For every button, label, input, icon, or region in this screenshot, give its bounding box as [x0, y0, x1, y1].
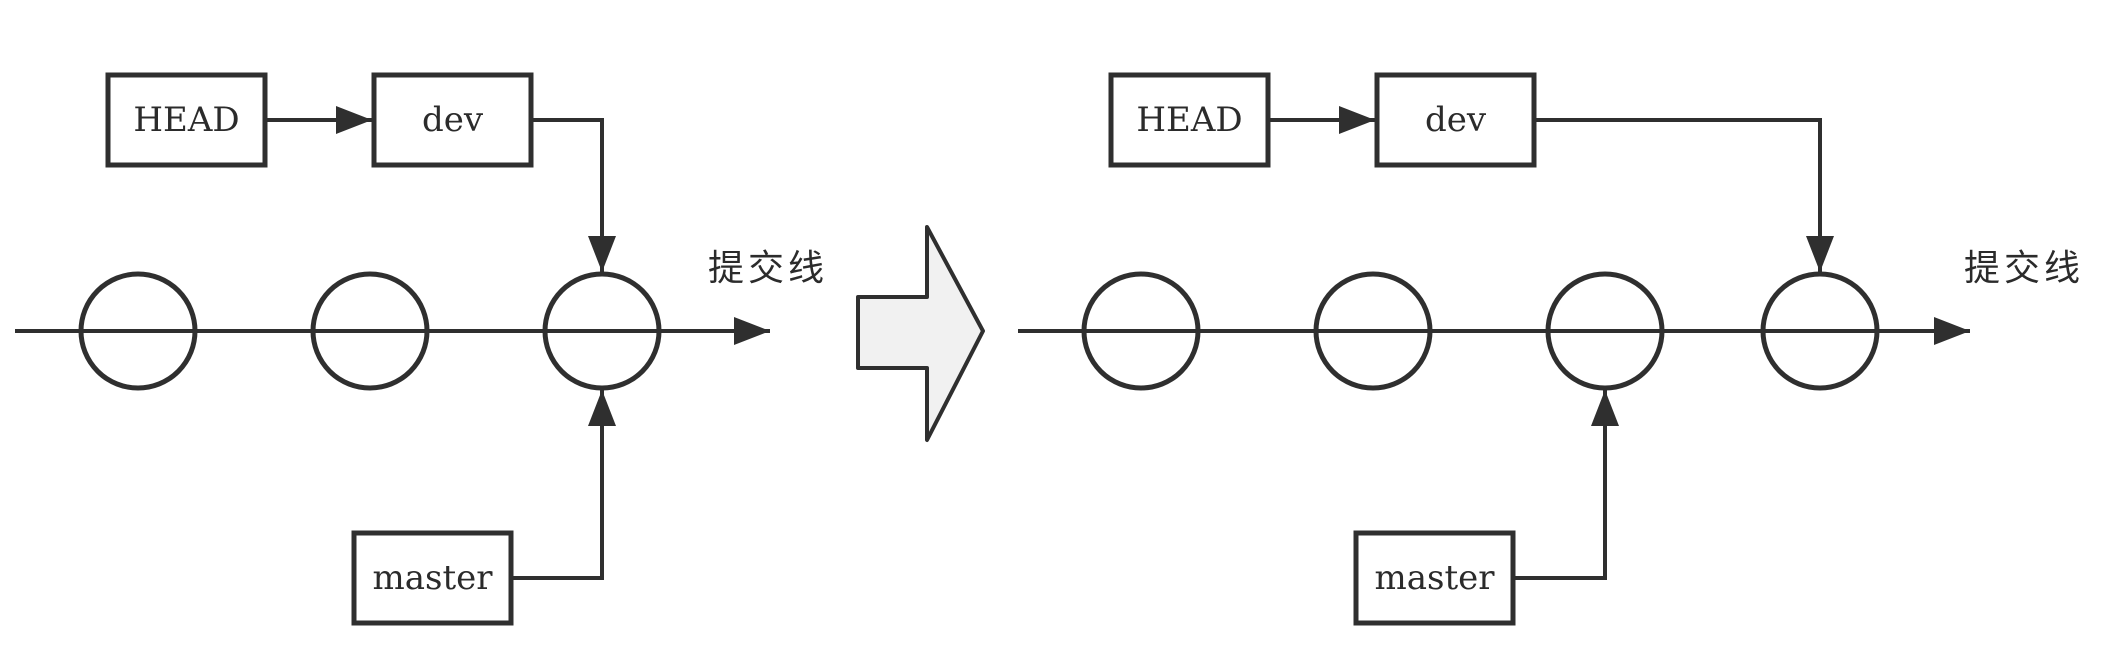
- transition-arrow: [856, 225, 985, 442]
- commit-node: [1081, 271, 1201, 391]
- commit-node: [542, 271, 662, 391]
- dev-label: dev: [1425, 100, 1487, 140]
- dev-branch-box: [1374, 72, 1537, 168]
- master-to-commit-arrow: [511, 390, 616, 580]
- before-state: 提交线 HEAD dev master: [15, 72, 828, 626]
- commit-node-new: [1760, 271, 1880, 391]
- dev-to-commit-arrow: [1534, 118, 1834, 272]
- head-label: HEAD: [133, 100, 239, 140]
- commit-line-label: 提交线: [1964, 248, 2084, 289]
- commit-line-label: 提交线: [708, 248, 828, 289]
- dev-label: dev: [422, 100, 484, 140]
- master-label: master: [373, 558, 494, 598]
- commit-node: [1545, 271, 1665, 391]
- after-state: 提交线 HEAD dev master: [1018, 72, 2084, 626]
- dev-to-commit-arrow: [531, 118, 616, 272]
- master-to-commit-arrow: [1513, 390, 1619, 580]
- commit-node: [310, 271, 430, 391]
- master-label: master: [1375, 558, 1496, 598]
- master-branch-box: [1353, 530, 1516, 626]
- head-label: HEAD: [1136, 100, 1242, 140]
- commit-node: [78, 271, 198, 391]
- commit-node: [1313, 271, 1433, 391]
